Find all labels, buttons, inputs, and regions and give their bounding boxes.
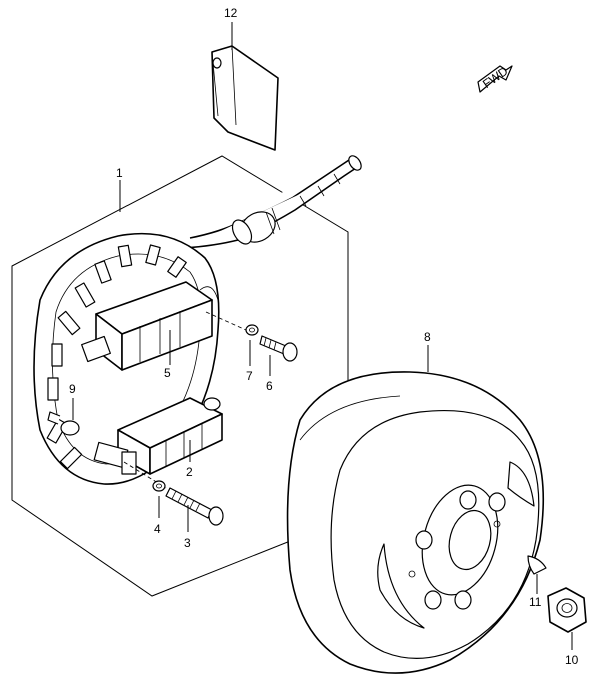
callout-9: 9 bbox=[69, 382, 76, 396]
nut-10 bbox=[547, 587, 587, 633]
flywheel-rotor bbox=[286, 371, 545, 674]
washer-7 bbox=[245, 324, 259, 336]
callout-10: 10 bbox=[565, 653, 579, 667]
charging-coil-lower bbox=[93, 397, 223, 475]
callout-6: 6 bbox=[266, 379, 273, 393]
woodruff-key-11 bbox=[527, 555, 547, 575]
callout-labels: 12 1 8 5 9 7 6 2 4 3 11 10 bbox=[69, 6, 579, 667]
pulser-coil-upper bbox=[81, 281, 219, 371]
screw-6 bbox=[259, 335, 298, 362]
washer-4 bbox=[152, 480, 166, 492]
fwd-label: FWD bbox=[480, 64, 511, 91]
fwd-arrow-icon: FWD bbox=[477, 64, 513, 93]
assembly-line-6 bbox=[205, 311, 247, 331]
callout-3: 3 bbox=[184, 536, 191, 550]
callout-2: 2 bbox=[186, 465, 193, 479]
screw-3 bbox=[165, 487, 224, 526]
wire-harness bbox=[183, 155, 362, 249]
callout-7: 7 bbox=[246, 369, 253, 383]
assembly-line-3 bbox=[123, 461, 167, 489]
callout-11: 11 bbox=[529, 595, 542, 609]
callout-4: 4 bbox=[154, 522, 161, 536]
callout-1: 1 bbox=[116, 166, 123, 180]
cover-bracket bbox=[211, 45, 279, 151]
callout-5: 5 bbox=[164, 366, 171, 380]
callout-12: 12 bbox=[224, 6, 238, 20]
plate-screw-9 bbox=[47, 411, 80, 436]
callout-8: 8 bbox=[424, 330, 431, 344]
plate-vent-slots bbox=[46, 244, 187, 470]
